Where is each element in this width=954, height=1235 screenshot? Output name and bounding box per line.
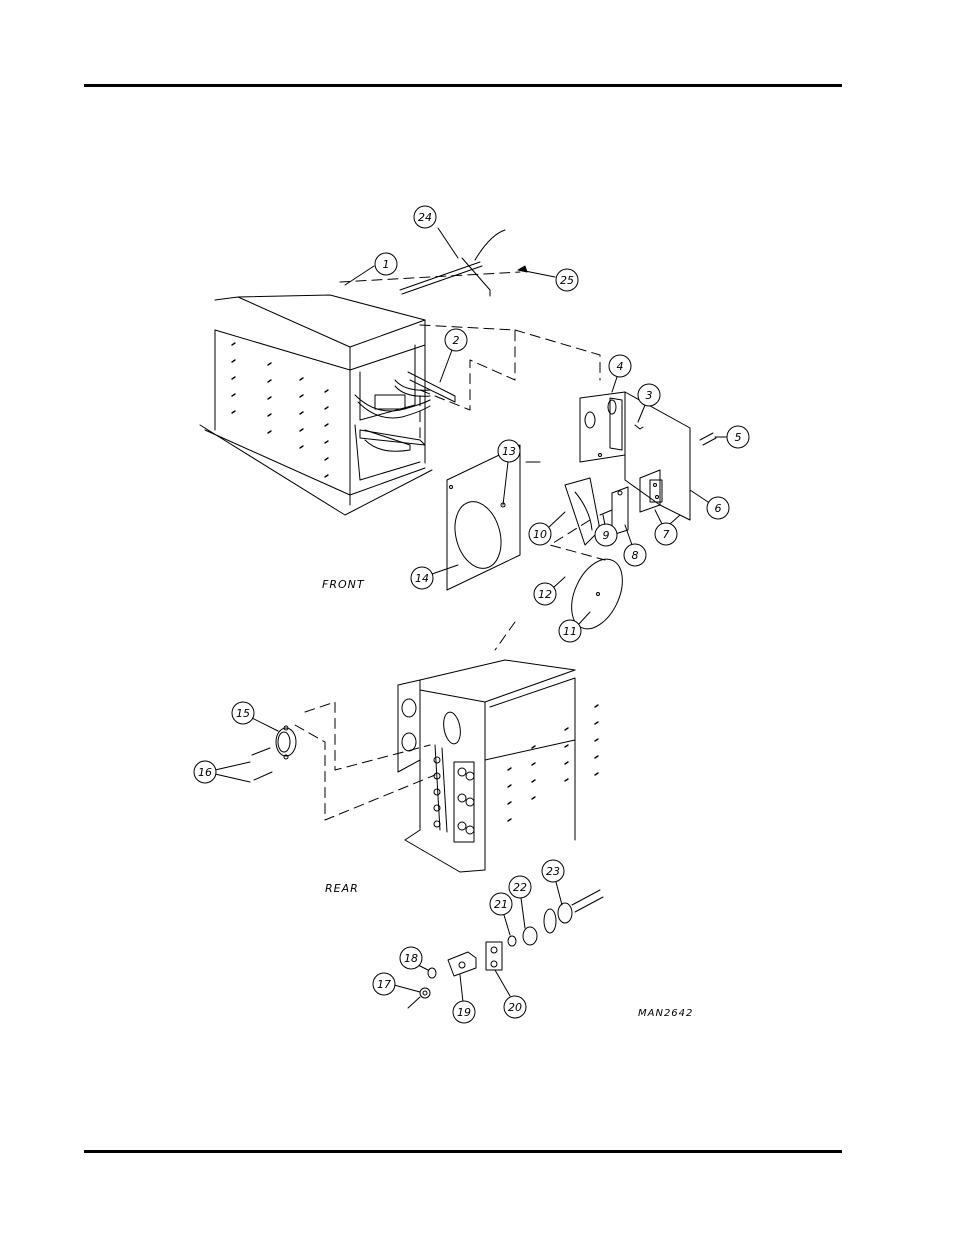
callout-4: 4 [609,355,631,392]
callout-16: 16 [194,761,250,783]
callout-19: 19 [453,975,475,1023]
callout-3: 3 [638,384,660,422]
svg-text:19: 19 [457,1006,471,1019]
front-housing-vents [232,343,328,477]
callout-17: 17 [373,973,420,995]
rear-housing-vents [508,705,598,821]
callout-12: 12 [534,577,565,605]
rear-heater-housing [398,660,575,872]
svg-text:9: 9 [603,529,610,542]
callout-15: 15 [232,702,278,731]
callout-21: 21 [490,893,512,935]
callout-10: 10 [529,512,565,545]
svg-text:10: 10 [533,528,547,541]
sensor-rod-part-24 [400,230,505,296]
svg-text:22: 22 [513,881,527,894]
svg-text:18: 18 [404,952,418,965]
svg-text:12: 12 [538,588,552,601]
callout-11: 11 [559,612,590,642]
svg-text:7: 7 [663,528,670,541]
callout-25: 25 [518,266,578,291]
svg-text:8: 8 [632,549,639,562]
svg-text:21: 21 [494,898,508,911]
svg-text:14: 14 [415,572,429,585]
svg-text:25: 25 [560,274,574,287]
callout-5: 5 [715,426,749,448]
svg-text:4: 4 [617,360,624,373]
svg-text:11: 11 [563,625,577,638]
callout-7: 7 [655,510,680,545]
svg-text:3: 3 [646,389,653,402]
svg-text:5: 5 [735,431,742,444]
svg-text:1: 1 [383,258,390,271]
drawing-id-label: MAN2642 [638,1008,693,1019]
callout-8: 8 [624,525,646,566]
callout-1: 1 [345,253,397,285]
svg-text:16: 16 [198,766,212,779]
callout-2: 2 [440,329,467,382]
svg-text:20: 20 [508,1001,522,1014]
callout-24: 24 [414,206,458,258]
callout-20: 20 [495,970,526,1018]
callout-13: 13 [498,440,520,505]
mounting-plate-part-14 [447,445,540,590]
flange-part-15 [252,726,296,780]
svg-text:2: 2 [453,334,460,347]
svg-text:17: 17 [377,978,391,991]
svg-text:15: 15 [236,707,250,720]
svg-text:13: 13 [502,445,516,458]
rear-view-label: REAR [325,882,359,895]
callout-6: 6 [690,490,729,519]
svg-text:6: 6 [715,502,722,515]
front-heater-housing [200,295,432,515]
front-view-label: FRONT [322,578,365,591]
svg-text:23: 23 [546,865,560,878]
callout-18: 18 [400,947,428,970]
callout-23: 23 [542,860,564,905]
thermostat-bracket-assembly [580,392,716,520]
svg-text:24: 24 [418,211,432,224]
callout-14: 14 [411,565,458,589]
